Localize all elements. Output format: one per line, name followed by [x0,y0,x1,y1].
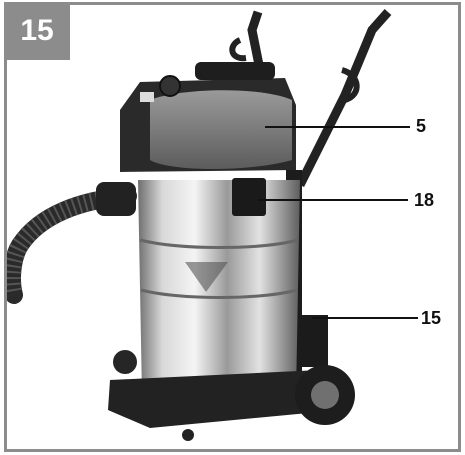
accessory-holder [300,315,328,367]
hose-hook-left [229,37,247,62]
motor-head-cover [150,90,292,169]
power-switch [159,75,181,97]
stainless-tank [138,180,300,407]
hose [7,187,137,304]
side-clip [113,350,137,374]
carry-handle [195,62,275,80]
switch-label [140,92,154,102]
caster-mid [184,399,196,411]
caster-front [182,429,194,441]
handle-bar-right [295,9,392,188]
hose-hook-right [340,67,360,103]
callout-label-latch: 18 [414,190,435,210]
tank-rib-upper [139,238,299,249]
figure-number-badge: 15 [4,2,70,60]
lid-latch [232,178,266,216]
tank-rib-lower [140,288,298,299]
wheel-hub [311,381,339,409]
hose-connector [96,182,136,216]
trolley-base [108,370,340,428]
callout-label-holder: 15 [421,308,442,328]
tank-emblem [185,262,228,292]
callout-label-lid: 5 [416,116,427,136]
vacuum-cleaner-photo [7,9,418,441]
